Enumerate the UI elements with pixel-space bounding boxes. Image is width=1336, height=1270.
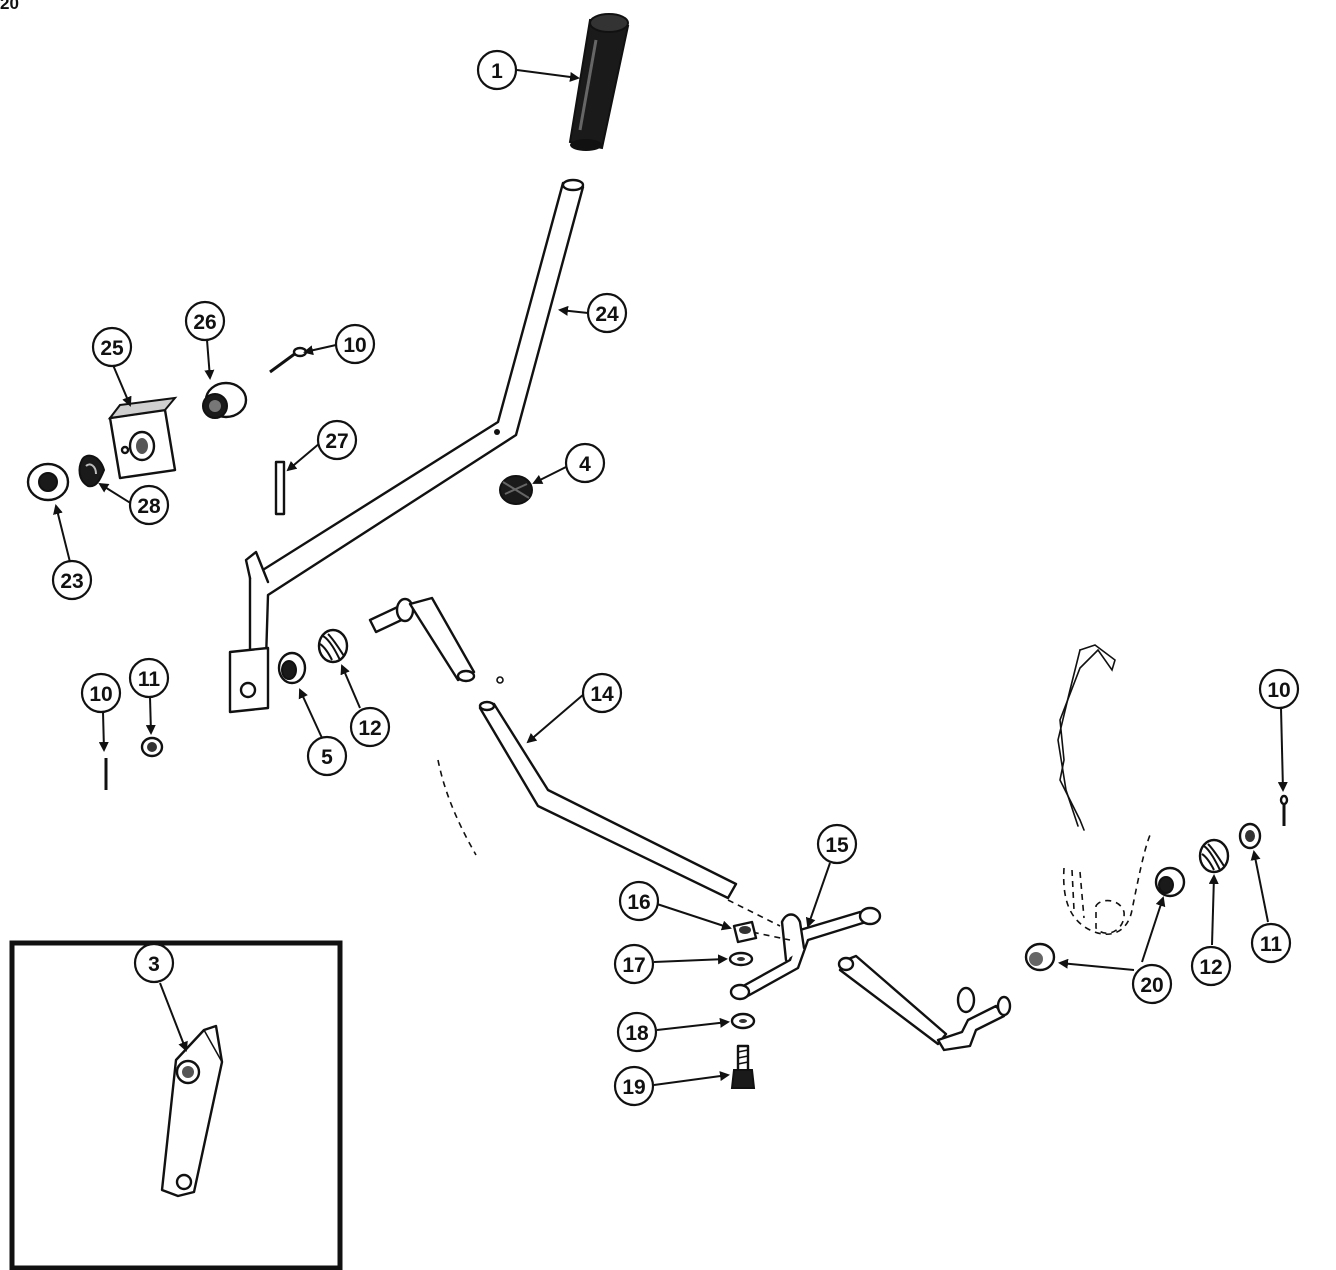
callout-23: 23 (51, 559, 93, 601)
centerline (437, 759, 477, 856)
callout-11-right: 11 (1250, 922, 1292, 964)
callout-label: 1 (491, 60, 503, 83)
part-20-bushing-lower (1024, 942, 1056, 972)
part-12-spring-right (1198, 838, 1230, 874)
callout-label: 27 (325, 430, 348, 453)
part-24-shift-lever (228, 178, 585, 714)
callout-label: 25 (100, 337, 124, 360)
callout-label: 24 (595, 303, 619, 326)
part-17-washer (728, 951, 754, 967)
callout-10-top: 10 (334, 323, 376, 365)
callout-label: 12 (358, 717, 381, 740)
part-10-cotter-pin-right (1279, 794, 1289, 826)
callout-label: 16 (627, 891, 650, 914)
phantom-housing (1057, 644, 1151, 935)
part-5-bushing (277, 651, 307, 685)
upper-crank-shaft (368, 596, 504, 684)
callout-label: 15 (825, 834, 849, 857)
callout-26: 26 (184, 300, 226, 342)
part-10-cotter-pin (269, 346, 308, 374)
callout-11-left: 11 (128, 657, 170, 699)
page-number: 20 (0, 0, 19, 13)
callout-12-left: 12 (349, 706, 391, 748)
part-19-bolt (730, 1044, 756, 1089)
inset-box (9, 940, 343, 1270)
callout-14: 14 (581, 672, 623, 714)
callout-19: 19 (613, 1065, 655, 1107)
callout-label: 3 (148, 953, 160, 976)
lower-crank-shaft (837, 954, 1012, 1052)
callout-12-right: 12 (1190, 945, 1232, 987)
callout-label: 23 (60, 570, 83, 593)
callout-24: 24 (586, 292, 628, 334)
callout-3: 3 (133, 942, 175, 984)
callout-label: 11 (138, 668, 161, 691)
callout-28: 28 (128, 484, 170, 526)
callout-label: 26 (193, 311, 216, 334)
part-18-washer (730, 1012, 756, 1030)
part-26-bushing (202, 381, 248, 419)
callout-label: 12 (1199, 956, 1222, 979)
part-16-nut (732, 920, 758, 944)
part-1-knob (568, 13, 630, 151)
alignment-line-2 (727, 899, 781, 927)
callout-label: 10 (1267, 679, 1290, 702)
callout-10-right: 10 (1258, 668, 1300, 710)
part-11-washer-right (1238, 822, 1262, 850)
callout-label: 4 (579, 453, 591, 476)
callout-label: 14 (590, 683, 614, 706)
callout-label: 10 (89, 683, 112, 706)
callout-4: 4 (564, 442, 606, 484)
leader-lines (53, 69, 1288, 1086)
callout-1: 1 (476, 49, 518, 91)
callout-label: 10 (343, 334, 366, 357)
part-12-spring (317, 628, 349, 664)
callout-5: 5 (306, 735, 348, 777)
callout-20: 20 (1131, 963, 1173, 1005)
callout-label: 5 (321, 746, 333, 769)
callout-15: 15 (816, 823, 858, 865)
part-15-bracket (729, 906, 882, 1001)
callout-label: 20 (1140, 974, 1163, 997)
callout-label: 18 (625, 1022, 649, 1045)
callout-17: 17 (613, 943, 655, 985)
callout-25: 25 (91, 326, 133, 368)
part-23-washer (26, 462, 70, 502)
part-27-pin (274, 460, 286, 516)
callout-16: 16 (618, 880, 660, 922)
callout-27: 27 (316, 419, 358, 461)
part-25-plate (107, 396, 178, 480)
callout-label: 17 (622, 954, 645, 977)
callout-10-left: 10 (80, 672, 122, 714)
part-11-washer (140, 736, 164, 758)
callout-label: 11 (1260, 933, 1283, 956)
part-4-nut (499, 475, 533, 505)
part-20-bushing-upper (1154, 866, 1186, 898)
part-14-connecting-rod (478, 700, 738, 900)
callout-label: 28 (137, 495, 161, 518)
part-28-cam-washer (78, 454, 106, 488)
alignment-line (741, 929, 791, 941)
callout-label: 19 (622, 1076, 645, 1099)
callout-18: 18 (616, 1011, 658, 1053)
